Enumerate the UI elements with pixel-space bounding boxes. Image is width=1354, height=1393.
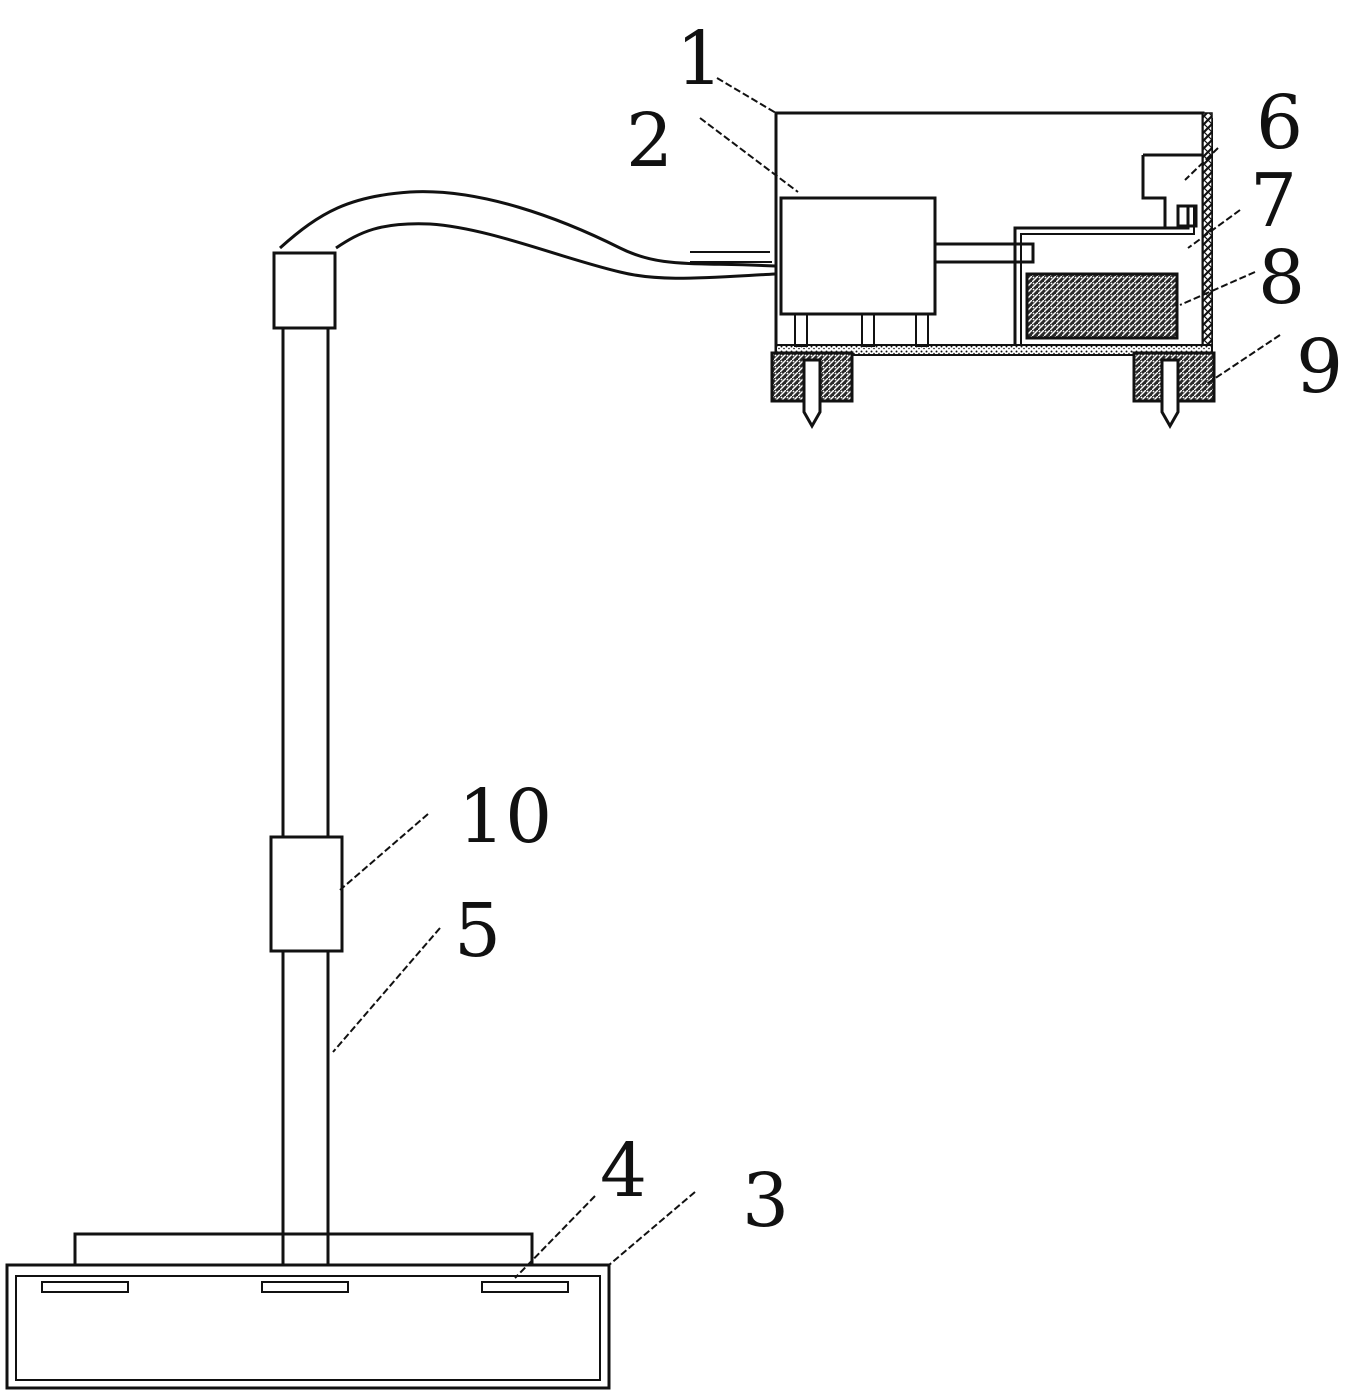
motor-shaft (933, 242, 1035, 264)
label-6: 6 (1256, 80, 1303, 166)
label-8: 8 (1258, 235, 1305, 321)
motor-block-2 (779, 196, 937, 316)
foot-left (770, 351, 854, 430)
label-5: 5 (454, 888, 501, 974)
reference-labels: 1 2 6 7 8 9 10 5 4 3 (454, 16, 1343, 1244)
housing-1 (774, 111, 1213, 356)
label-10: 10 (458, 774, 552, 860)
label-3: 3 (742, 1158, 789, 1244)
motor-legs (794, 313, 929, 347)
filter-8 (1025, 272, 1179, 340)
label-4: 4 (600, 1128, 647, 1214)
flexible-arm (278, 190, 776, 280)
label-9: 9 (1296, 324, 1343, 410)
label-1: 1 (676, 16, 723, 102)
base-top-plate (73, 1232, 534, 1267)
label-7: 7 (1250, 158, 1297, 244)
foot-right-9 (1132, 351, 1216, 430)
pole-top-cap (272, 251, 337, 330)
base-pads-4 (41, 1281, 569, 1293)
sensor-6 (1141, 153, 1203, 228)
label-2: 2 (626, 98, 673, 184)
base-box (5, 1263, 611, 1390)
vertical-pole (281, 328, 330, 1265)
chamber-7 (1013, 205, 1195, 345)
leader-lines (332, 77, 1281, 1279)
adjusting-sleeve-10 (269, 835, 344, 953)
